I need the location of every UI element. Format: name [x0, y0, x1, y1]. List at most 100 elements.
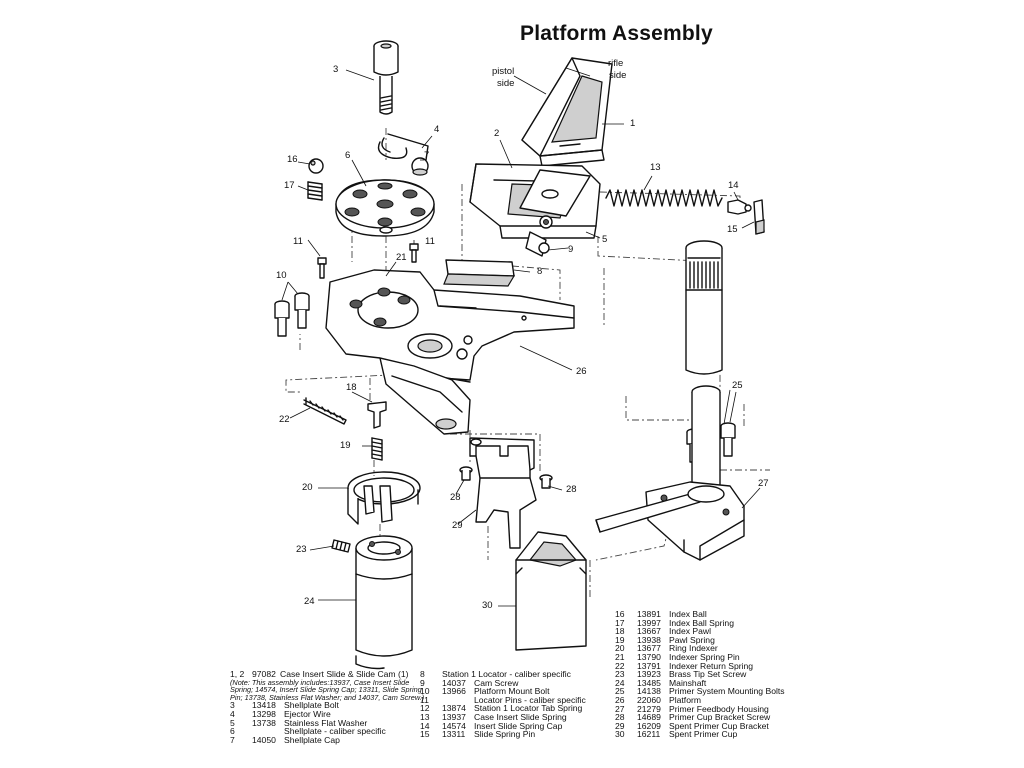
- parts-row: 8: [420, 669, 425, 679]
- callout-6: 6: [345, 150, 351, 161]
- part-11-locator-pins: [317, 243, 419, 279]
- callout-25: 25: [732, 380, 743, 391]
- callout-13: 13: [650, 162, 661, 173]
- part-19-pawl-spring: [371, 437, 383, 461]
- callout-24: 24: [304, 596, 315, 607]
- callout-14: 14: [728, 180, 739, 191]
- label-pistol-side: side: [497, 78, 515, 89]
- callout-7: 7: [424, 150, 430, 161]
- part-4-ejector-wire: [377, 133, 429, 161]
- diagram-title: Platform Assembly: [520, 22, 713, 45]
- primer-feed-tube: [685, 240, 723, 375]
- part-7-shellplate-cap: [411, 157, 429, 176]
- part-6-shellplate: [335, 179, 435, 237]
- part-1-slide-cam: [521, 57, 613, 167]
- parts-note-line: (Note: This assembly includes:13937, Cas…: [230, 677, 410, 687]
- parts-note-line: Pin; 13738, Stainless Flat Washer; and 1…: [230, 692, 425, 702]
- part-18-index-pawl: [367, 401, 387, 429]
- callout-30: 30: [482, 600, 493, 611]
- callout-8: 8: [537, 266, 543, 277]
- callout-16: 16: [287, 154, 298, 165]
- label-pistol: pistol: [492, 66, 515, 77]
- part-16-index-ball: [308, 158, 324, 174]
- part-22-indexer-return-spring: [303, 397, 347, 425]
- callout-23: 23: [296, 544, 307, 555]
- label-rifle-side: side: [609, 70, 627, 81]
- part-9-cam-screw: [525, 231, 550, 257]
- part-8-station-1-locator: [443, 259, 516, 287]
- part-14-spring-cap: [727, 199, 752, 215]
- label-rifle: rifle: [608, 58, 624, 69]
- callout-2: 2: [494, 128, 500, 139]
- part-20-ring-indexer: [347, 471, 421, 525]
- callout-4: 4: [434, 124, 440, 135]
- part-10-platform-mount-bolts: [274, 292, 310, 337]
- callout-15: 15: [727, 224, 738, 235]
- callout-3: 3: [333, 64, 339, 75]
- callout-26: 26: [576, 366, 587, 377]
- part-3-shellplate-bolt: [373, 40, 399, 115]
- callout-17: 17: [284, 180, 295, 191]
- callout-19: 19: [340, 440, 351, 451]
- callout-1: 1: [630, 118, 636, 129]
- part-27-primer-feedbody-housing: [595, 385, 745, 561]
- part-24-mainshaft: [355, 535, 413, 670]
- part-12-locator-tab-spring: [379, 357, 471, 435]
- part-13-slide-spring: [605, 189, 723, 207]
- callout-27: 27: [758, 478, 769, 489]
- part-23-set-screw: [331, 539, 351, 553]
- callout-5: 5: [602, 234, 608, 245]
- callout-22: 22: [279, 414, 290, 425]
- callout-11-left: 11: [293, 236, 303, 247]
- callout-18: 18: [346, 382, 357, 393]
- parts-note-line: Spring; 14574, Insert Slide Spring Cap; …: [230, 685, 422, 695]
- callout-11-right: 11: [425, 236, 435, 247]
- part-28-bracket-screws: [459, 466, 553, 489]
- callout-29: 29: [452, 520, 463, 531]
- callout-10: 10: [276, 270, 287, 281]
- part-15-slide-spring-pin: [753, 199, 765, 235]
- part-2-case-insert-slide: [469, 163, 601, 239]
- callout-leader-lines: [281, 67, 761, 607]
- part-17-index-ball-spring: [307, 181, 323, 201]
- part-29-spent-primer-cup-bracket: [469, 437, 537, 549]
- callout-28-left: 28: [450, 492, 461, 503]
- part-26-platform: [325, 269, 575, 383]
- part-30-spent-primer-cup: [515, 531, 587, 651]
- callout-21: 21: [396, 252, 407, 263]
- callout-20: 20: [302, 482, 313, 493]
- callout-28-right: 28: [566, 484, 577, 495]
